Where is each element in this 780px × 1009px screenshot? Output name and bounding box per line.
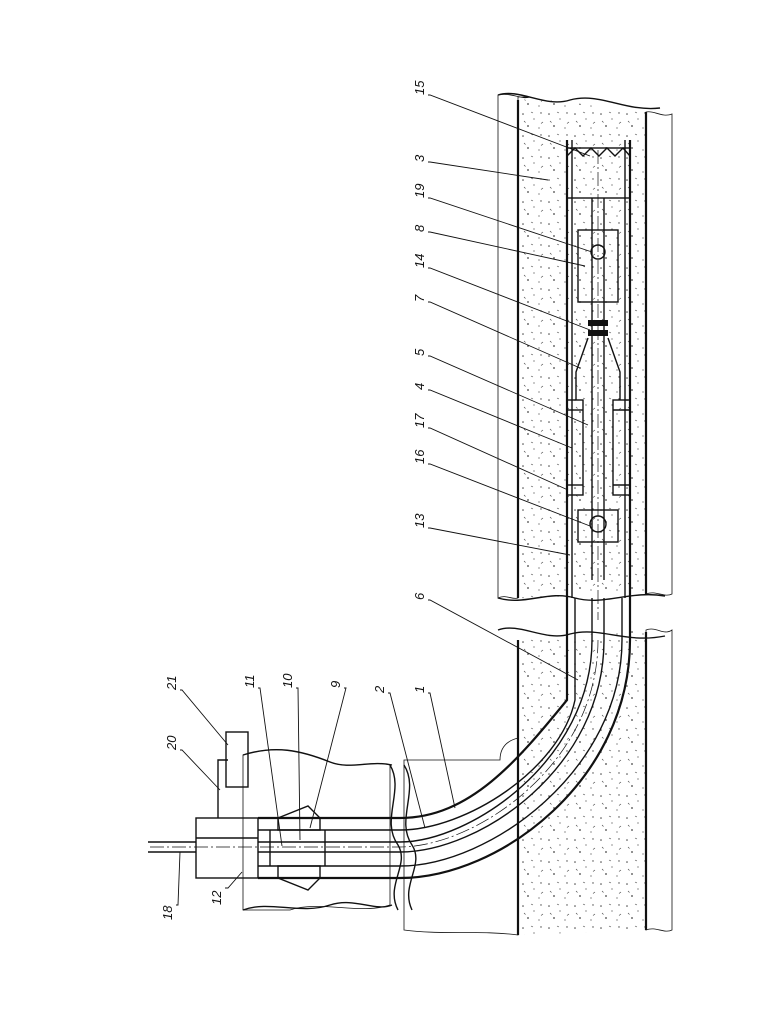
formation-bend [404, 738, 518, 935]
formation-right [646, 112, 672, 595]
callout-9: 9 [328, 681, 343, 688]
callout-4: 4 [412, 383, 427, 390]
callout-13: 13 [412, 513, 427, 528]
callout-21: 21 [164, 676, 179, 691]
callout-16: 16 [412, 449, 427, 464]
callout-17: 17 [412, 413, 427, 428]
callout-14: 14 [412, 254, 427, 268]
callout-2: 2 [372, 685, 387, 694]
callout-10: 10 [280, 673, 295, 688]
callout-19: 19 [412, 184, 427, 198]
vertical-and-bend-section [148, 598, 672, 935]
callout-18: 18 [160, 905, 175, 920]
callout-1: 1 [412, 686, 427, 693]
formation-bend-right [646, 629, 672, 931]
callout-12: 12 [209, 890, 224, 905]
callout-7: 7 [412, 294, 427, 302]
callout-15: 15 [412, 80, 427, 95]
callout-11: 11 [242, 675, 257, 689]
horizontal-section [498, 93, 672, 620]
callout-6: 6 [412, 592, 427, 600]
callout-3: 3 [412, 154, 427, 162]
callout-20: 20 [164, 735, 179, 751]
callout-5: 5 [412, 348, 427, 356]
wellhead-12 [196, 818, 258, 878]
callout-8: 8 [412, 224, 427, 232]
